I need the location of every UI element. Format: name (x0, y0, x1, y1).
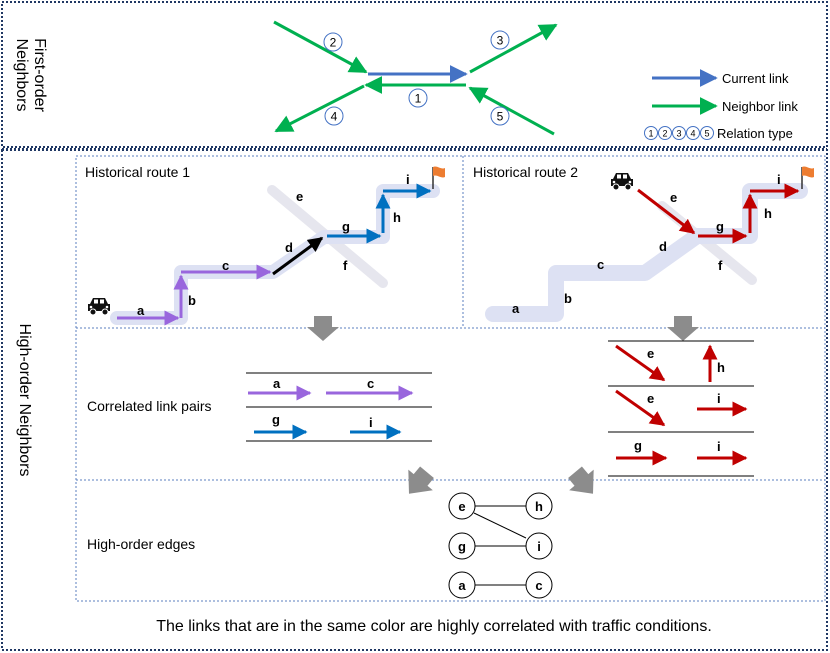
flow-diagonal-arrow-right (568, 466, 594, 494)
high-order-label: High-order Neighbors (16, 324, 33, 477)
first-order-diagram: 2 3 1 4 5 (273, 20, 558, 136)
route2-label-h: h (764, 206, 772, 221)
historical-route-1: Historical route 1 a b c d e f g h i (85, 164, 446, 326)
legend-neighbor-link-label: Neighbor link (722, 99, 798, 114)
route1-title: Historical route 1 (85, 164, 190, 180)
relation-badge-2 (323, 32, 343, 52)
pair-label-i: i (369, 415, 373, 430)
pair-label-h: h (717, 360, 725, 375)
node-i (525, 532, 553, 560)
route1-shadow (110, 184, 440, 325)
relation-badge-4 (324, 106, 344, 126)
neighbor-arrow-3 (469, 23, 558, 74)
node-i-label: i (537, 539, 541, 554)
node-a-label: a (458, 578, 466, 593)
pair-label-a: a (273, 376, 281, 391)
route1-label-e: e (296, 189, 303, 204)
route1-label-d: d (285, 240, 293, 255)
node-c-label: c (535, 578, 542, 593)
route1-label-c: c (222, 258, 229, 273)
legend-relation-badges: 1 2 3 4 5 (644, 126, 714, 140)
node-e-label: e (458, 499, 465, 514)
figure-caption: The links that are in the same color are… (156, 618, 712, 635)
route1-label-i: i (406, 172, 410, 187)
first-order-label-line1: First-order (31, 38, 48, 112)
route1-label-a: a (137, 303, 145, 318)
high-order-edges-label: High-order edges (87, 536, 195, 552)
pair-link-e (615, 344, 666, 382)
route2-label-e: e (670, 190, 677, 205)
route1-link-d (272, 236, 324, 276)
car-icon (610, 172, 634, 191)
neighbor-arrow-5 (468, 86, 555, 136)
route1-label-g: g (342, 219, 350, 234)
pair-label-i: i (717, 439, 721, 454)
relation-number-1: 1 (415, 92, 422, 106)
pair-link-e (615, 389, 666, 427)
route2-label-b: b (564, 291, 572, 306)
legend: Current link Neighbor link 1 2 3 4 5 Rel… (644, 69, 798, 141)
first-order-frame (1, 1, 828, 148)
correlated-pairs-row: Correlated link pairs a c g i e h e i g … (87, 340, 754, 477)
relation-number-5: 5 (497, 110, 504, 124)
node-h-label: h (535, 499, 543, 514)
edge-e-i (473, 512, 527, 539)
flow-down-arrow-left (307, 316, 339, 341)
relation-badge-3 (490, 30, 510, 50)
relation-number-4: 4 (331, 110, 338, 124)
pair-label-i: i (717, 391, 721, 406)
node-c (525, 571, 553, 599)
legend-relation-4: 4 (690, 129, 695, 139)
high-order-frame (1, 149, 828, 651)
node-a (448, 571, 476, 599)
historical-route-2: Historical route 2 a b c d e f g h i (473, 164, 815, 322)
route2-label-i: i (777, 172, 781, 187)
pair-label-c: c (367, 376, 374, 391)
neighbor-arrow-4 (274, 84, 365, 133)
high-order-edges-row: High-order edges e h g i a c (87, 492, 553, 599)
relation-number-2: 2 (330, 36, 337, 50)
node-h (525, 492, 553, 520)
route1-label-f: f (343, 258, 348, 273)
legend-relation-3: 3 (676, 129, 681, 139)
route2-label-a: a (512, 301, 520, 316)
route1-label-b: b (188, 293, 196, 308)
flow-diagonal-arrow-left (408, 466, 434, 494)
node-g-label: g (458, 539, 466, 554)
relation-badge-1 (408, 88, 428, 108)
relation-badge-5 (490, 106, 510, 126)
route2-label-g: g (716, 219, 724, 234)
legend-current-link-label: Current link (722, 71, 789, 86)
pair-label-g: g (634, 438, 642, 453)
neighbor-arrow-2 (273, 20, 368, 74)
legend-relation-2: 2 (662, 129, 667, 139)
node-g (448, 532, 476, 560)
pair-label-e: e (647, 391, 654, 406)
route2-label-c: c (597, 257, 604, 272)
correlated-pairs-label: Correlated link pairs (87, 398, 212, 414)
route2-label-f: f (718, 258, 723, 273)
route2-shadow (485, 183, 808, 322)
node-e (448, 492, 476, 520)
route2-label-d: d (659, 239, 667, 254)
pair-label-e: e (647, 346, 654, 361)
legend-relation-1: 1 (648, 129, 653, 139)
relation-number-3: 3 (497, 34, 504, 48)
route1-label-h: h (393, 210, 401, 225)
flow-down-arrow-right (667, 316, 699, 341)
route2-link-e (637, 188, 696, 235)
legend-relation-type-label: Relation type (717, 126, 793, 141)
route2-title: Historical route 2 (473, 164, 578, 180)
first-order-label-line2: Neighbors (13, 39, 30, 112)
car-icon (87, 297, 111, 316)
pair-label-g: g (272, 412, 280, 427)
high-order-inner-frame (75, 155, 826, 602)
legend-relation-5: 5 (704, 129, 709, 139)
